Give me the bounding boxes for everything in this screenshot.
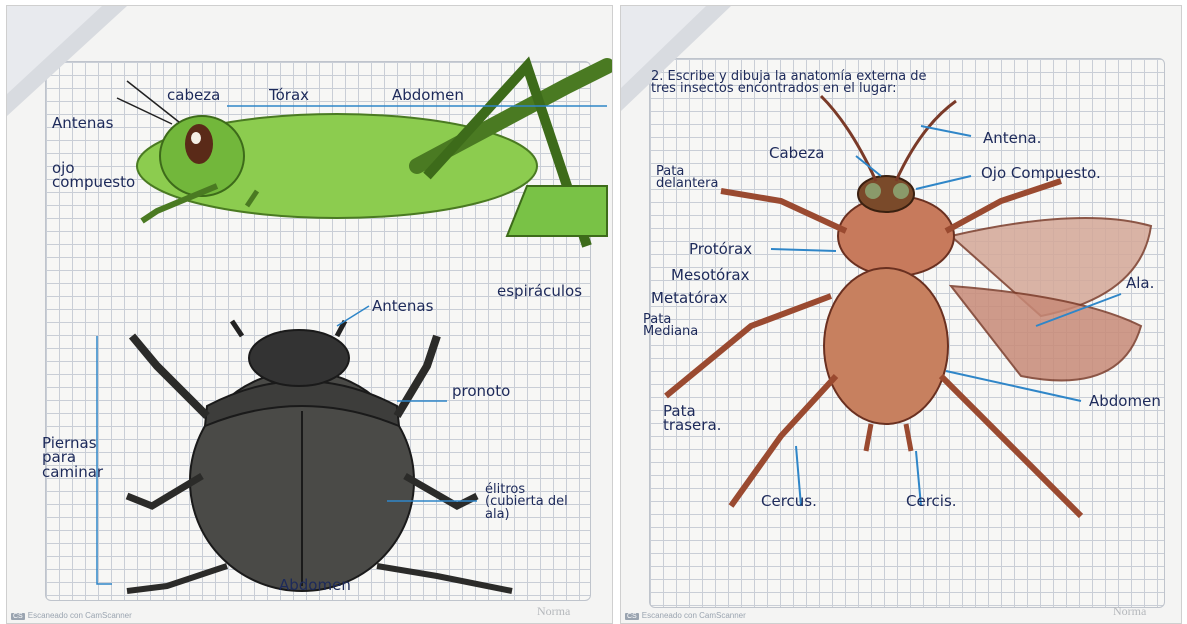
label-antenas-beetle: Antenas bbox=[372, 299, 433, 314]
label-pata-mediana: Pata Mediana bbox=[643, 314, 698, 339]
label-elitros: élitros (cubierta del ala) bbox=[485, 484, 568, 521]
label-piernas-para-caminar: Piernas para caminar bbox=[42, 436, 103, 479]
label-antenas-grasshopper: Antenas bbox=[52, 116, 113, 131]
label-cabeza: cabeza bbox=[167, 88, 220, 103]
label-metatorax: Metatórax bbox=[651, 291, 728, 306]
heading-instructions: 2. Escribe y dibuja la anatomía externa … bbox=[651, 71, 926, 96]
label-pronoto: pronoto bbox=[452, 384, 510, 399]
brand-watermark: Norma bbox=[537, 604, 570, 619]
right-notebook-page: 2. Escribe y dibuja la anatomía externa … bbox=[620, 5, 1182, 624]
label-pata-trasera: Pata trasera. bbox=[663, 404, 721, 433]
label-abdomen-cockroach: Abdomen bbox=[1089, 394, 1161, 409]
label-abdomen-grasshopper: Abdomen bbox=[392, 88, 464, 103]
brand-watermark: Norma bbox=[1113, 604, 1146, 619]
label-cercis: Cercis. bbox=[906, 494, 957, 509]
label-protorax: Protórax bbox=[689, 242, 752, 257]
beetle-drawing bbox=[97, 306, 512, 591]
label-cabeza-cockroach: Cabeza bbox=[769, 146, 824, 161]
label-torax: Tórax bbox=[269, 88, 309, 103]
insect-drawings-left bbox=[7, 6, 613, 624]
label-ala: Ala. bbox=[1126, 276, 1154, 291]
label-ojo-compuesto-grasshopper: ojo compuesto bbox=[52, 161, 135, 190]
label-pata-delantera: Pata delantera bbox=[656, 166, 718, 191]
cockroach-drawing bbox=[621, 6, 1182, 624]
label-cercus: Cercus. bbox=[761, 494, 817, 509]
label-abdomen-beetle: Abdomen bbox=[279, 578, 351, 593]
label-mesotorax: Mesotórax bbox=[671, 268, 749, 283]
left-notebook-page: cabeza Tórax Abdomen Antenas ojo compues… bbox=[6, 5, 613, 624]
label-espiraculos: espiráculos bbox=[497, 284, 582, 299]
label-antena: Antena. bbox=[983, 131, 1041, 146]
label-ojo-compuesto-cockroach: Ojo Compuesto. bbox=[981, 166, 1101, 181]
